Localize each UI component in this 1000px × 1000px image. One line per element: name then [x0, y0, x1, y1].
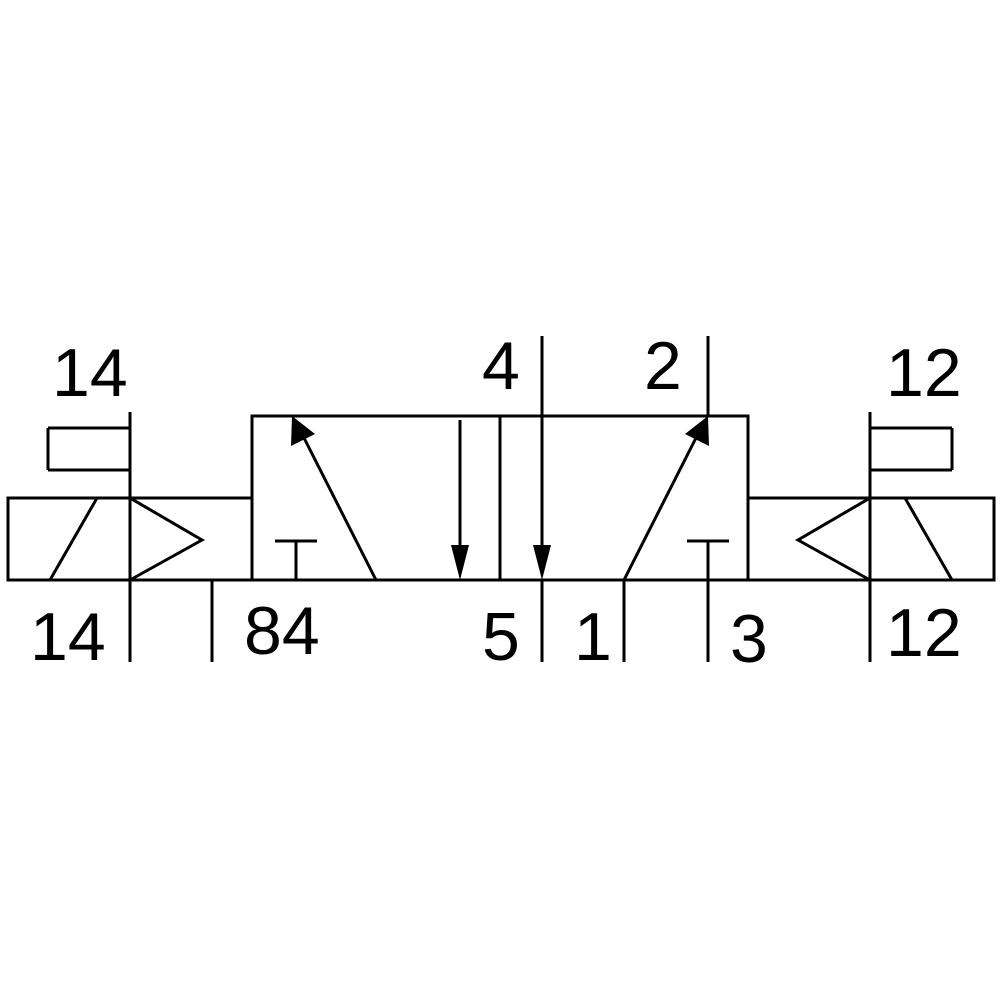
label-port-4: 4	[482, 328, 520, 404]
right-pilot-triangle-icon	[794, 496, 871, 582]
left-down-arrow-head-icon	[451, 545, 469, 580]
left-pilot-triangle-icon	[129, 496, 206, 582]
right-actuator	[746, 412, 996, 662]
label-port-84: 84	[244, 593, 320, 669]
label-port-3: 3	[730, 601, 768, 677]
label-port-2: 2	[644, 328, 682, 404]
valve-square-left	[250, 414, 502, 582]
valve-square-right	[498, 336, 750, 582]
left-flow-arrow-line	[298, 429, 378, 581]
right-down-arrow-head-icon	[533, 545, 551, 580]
right-flow-arrow-head-icon	[685, 416, 709, 446]
label-left-pilot-port: 14	[30, 599, 106, 675]
left-flow-arrow-head-icon	[291, 416, 315, 446]
label-right-manual-override: 12	[886, 335, 962, 411]
left-actuator	[6, 412, 254, 662]
port-labels: 14 14 84 4 5 1 2 3 12 12	[30, 328, 962, 677]
port-lines	[540, 580, 710, 662]
right-flow-arrow-line	[622, 429, 702, 581]
label-left-manual-override: 14	[52, 335, 128, 411]
right-solenoid-winding-icon	[903, 497, 954, 581]
label-port-1: 1	[574, 599, 612, 675]
left-solenoid-winding-icon	[48, 497, 99, 581]
label-right-pilot-port: 12	[886, 595, 962, 671]
label-port-5: 5	[482, 599, 520, 675]
